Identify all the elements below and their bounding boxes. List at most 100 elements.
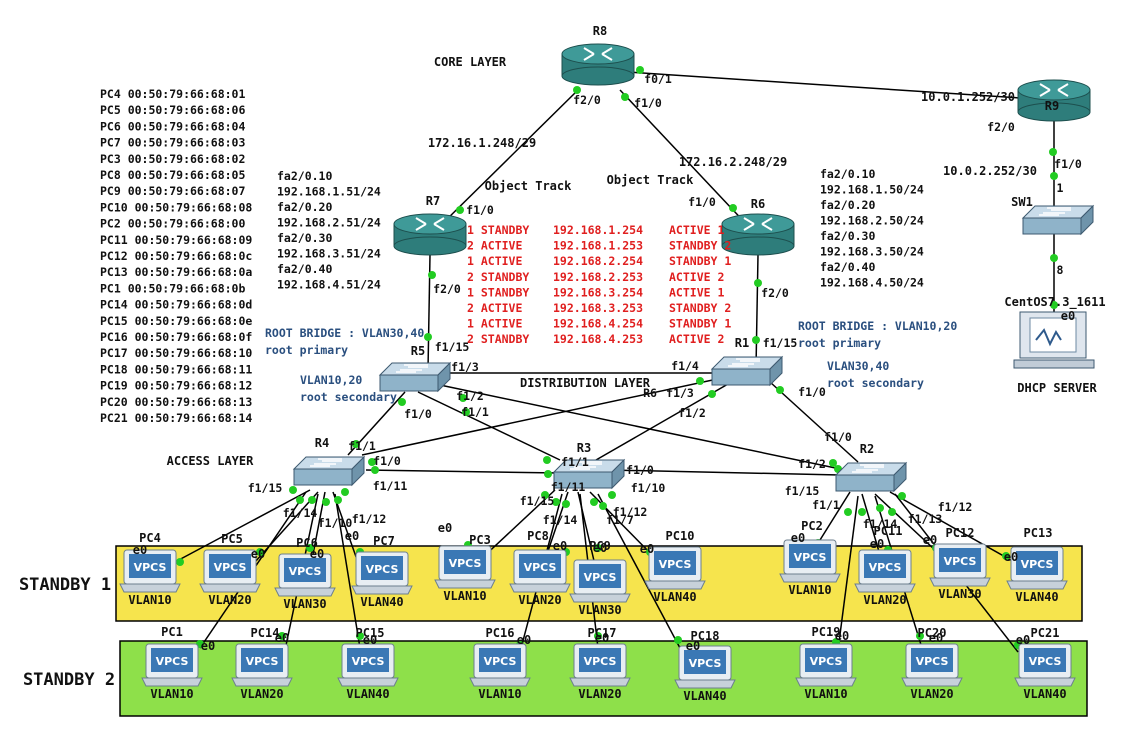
hsrp-r7-state: 1 STANDBY bbox=[467, 223, 529, 237]
mac-table-entry: PC17 00:50:79:66:68:10 bbox=[100, 346, 252, 360]
stp-r1-root-bridge: ROOT BRIDGE : VLAN10,20 bbox=[798, 319, 957, 333]
pc-name-label: PC21 bbox=[1031, 626, 1060, 640]
vpcs-pc5[interactable]: VPCS bbox=[199, 549, 261, 593]
pc-vlan-label: VLAN30 bbox=[578, 603, 621, 617]
vpcs-pc14[interactable]: VPCS bbox=[231, 643, 293, 687]
pc-vlan-label: VLAN40 bbox=[1023, 687, 1066, 701]
router-r8[interactable] bbox=[561, 43, 635, 86]
hsrp-r7-state: 1 ACTIVE bbox=[467, 254, 522, 268]
pc-vlan-label: VLAN40 bbox=[683, 689, 726, 703]
pc-vlan-label: VLAN30 bbox=[938, 587, 981, 601]
vpcs-pc13[interactable]: VPCS bbox=[1006, 546, 1068, 590]
r7-subinterface-line: 192.168.1.51/24 bbox=[277, 185, 381, 199]
switch-r4[interactable] bbox=[292, 455, 366, 487]
switch-r1-label: R1 bbox=[735, 336, 749, 350]
object-track-r6-label: Object Track bbox=[607, 173, 694, 187]
port-label-r6-f1-0: f1/0 bbox=[688, 195, 716, 209]
vpcs-pc19[interactable]: VPCS bbox=[795, 643, 857, 687]
vpcs-pc15[interactable]: VPCS bbox=[337, 643, 399, 687]
vpcs-pc8[interactable]: VPCS bbox=[509, 549, 571, 593]
pc-name-label: PC17 bbox=[588, 626, 617, 640]
switch-r5[interactable] bbox=[378, 361, 452, 393]
vpcs-pc6[interactable]: VPCS bbox=[274, 553, 336, 597]
switch-sw1-label: SW1 bbox=[1011, 195, 1033, 209]
vpcs-screen-label: VPCS bbox=[584, 655, 617, 668]
switch-sw1[interactable] bbox=[1021, 204, 1095, 236]
hsrp-virtual-ip: 192.168.4.254 bbox=[553, 317, 643, 331]
port-label-r1-f1-0: f1/0 bbox=[798, 385, 826, 399]
switch-r2[interactable] bbox=[834, 461, 908, 493]
mac-table-entry: PC8 00:50:79:66:68:05 bbox=[100, 168, 245, 182]
vpcs-pc9[interactable]: VPCS bbox=[569, 559, 631, 603]
access-layer-label: ACCESS LAYER bbox=[167, 454, 254, 468]
r7-subinterface-line: fa2/0.30 bbox=[277, 231, 332, 245]
pc-name-label: PC8 bbox=[527, 529, 549, 543]
router-r6[interactable] bbox=[721, 213, 795, 256]
pc-port-label: e0 bbox=[275, 631, 289, 645]
stp-r5-vlan-secondary: VLAN10,20 bbox=[300, 373, 362, 387]
vpcs-pc1[interactable]: VPCS bbox=[141, 643, 203, 687]
vpcs-screen-label: VPCS bbox=[916, 655, 949, 668]
mac-table-entry: PC11 00:50:79:66:68:09 bbox=[100, 233, 252, 247]
vpcs-screen-label: VPCS bbox=[584, 571, 617, 584]
mac-table-entry: PC10 00:50:79:66:68:08 bbox=[100, 200, 252, 214]
switch-r1[interactable] bbox=[710, 355, 784, 387]
vpcs-pc18[interactable]: VPCS bbox=[674, 645, 736, 689]
vpcs-screen-label: VPCS bbox=[484, 655, 517, 668]
pc-port-label: e0 bbox=[517, 633, 531, 647]
vpcs-pc21[interactable]: VPCS bbox=[1014, 643, 1076, 687]
vpcs-screen-label: VPCS bbox=[156, 655, 189, 668]
pc-vlan-label: VLAN40 bbox=[653, 590, 696, 604]
pc-name-label: PC12 bbox=[946, 526, 975, 540]
hsrp-r7-state: 2 STANDBY bbox=[467, 270, 529, 284]
vpcs-pc7[interactable]: VPCS bbox=[351, 551, 413, 595]
pc-name-label: PC18 bbox=[691, 629, 720, 643]
port-label-r5-f1-15: f1/15 bbox=[435, 340, 470, 354]
vpcs-screen-label: VPCS bbox=[352, 655, 385, 668]
r7-subinterface-line: fa2/0.20 bbox=[277, 200, 332, 214]
r6-subinterface-line: 192.168.2.50/24 bbox=[820, 214, 924, 228]
port-label-r3-f1-1: f1/1 bbox=[561, 455, 589, 469]
dhcp-server[interactable] bbox=[1013, 311, 1095, 369]
vpcs-pc3[interactable]: VPCS bbox=[434, 545, 496, 589]
pc-vlan-label: VLAN10 bbox=[804, 687, 847, 701]
port-label-r3-f1-14: f1/14 bbox=[543, 513, 578, 527]
r7-subinterface-line: fa2/0.40 bbox=[277, 262, 332, 276]
subnet-r8-r6: 172.16.2.248/29 bbox=[679, 155, 787, 169]
server-port-label: e0 bbox=[1061, 309, 1075, 323]
pc-name-label: PC9 bbox=[589, 539, 611, 553]
hsrp-r6-state: ACTIVE 2 bbox=[669, 270, 724, 284]
switch-arrows-icon bbox=[728, 358, 760, 367]
vpcs-pc2[interactable]: VPCS bbox=[779, 539, 841, 583]
switch-r3[interactable] bbox=[552, 458, 626, 490]
port-label-r6-f2-0: f2/0 bbox=[761, 286, 789, 300]
mac-table-entry: PC5 00:50:79:66:68:06 bbox=[100, 103, 245, 117]
mac-table-entry: PC2 00:50:79:66:68:00 bbox=[100, 217, 245, 231]
vpcs-pc11[interactable]: VPCS bbox=[854, 549, 916, 593]
vpcs-pc10[interactable]: VPCS bbox=[644, 546, 706, 590]
port-label-r3-f1-11: f1/11 bbox=[551, 480, 586, 494]
vpcs-screen-label: VPCS bbox=[1029, 655, 1062, 668]
mac-table-entry: PC12 00:50:79:66:68:0c bbox=[100, 249, 252, 263]
vpcs-screen-label: VPCS bbox=[246, 655, 279, 668]
router-r7[interactable] bbox=[393, 213, 467, 256]
r6-subinterface-line: 192.168.4.50/24 bbox=[820, 276, 924, 290]
mac-table-entry: PC18 00:50:79:66:68:11 bbox=[100, 362, 252, 376]
vpcs-pc17[interactable]: VPCS bbox=[569, 643, 631, 687]
port-label-r1-f1-3: f1/3 bbox=[666, 386, 694, 400]
pc-port-label: e0 bbox=[201, 639, 215, 653]
mac-table-entry: PC4 00:50:79:66:68:01 bbox=[100, 87, 245, 101]
hsrp-r7-state: 2 ACTIVE bbox=[467, 301, 522, 315]
vpcs-pc16[interactable]: VPCS bbox=[469, 643, 531, 687]
stp-r5-root-primary: root primary bbox=[265, 343, 348, 357]
port-label-r3-f1-10: f1/10 bbox=[631, 481, 666, 495]
vpcs-pc20[interactable]: VPCS bbox=[901, 643, 963, 687]
vpcs-screen-label: VPCS bbox=[524, 561, 557, 574]
r7-subinterface-line: 192.168.2.51/24 bbox=[277, 216, 381, 230]
mac-table-entry: PC21 00:50:79:66:68:14 bbox=[100, 411, 252, 425]
router-r9[interactable] bbox=[1017, 79, 1091, 122]
switch-r5-label: R5 bbox=[411, 344, 425, 358]
vpcs-pc4[interactable]: VPCS bbox=[119, 549, 181, 593]
vpcs-pc12[interactable]: VPCS bbox=[929, 543, 991, 587]
